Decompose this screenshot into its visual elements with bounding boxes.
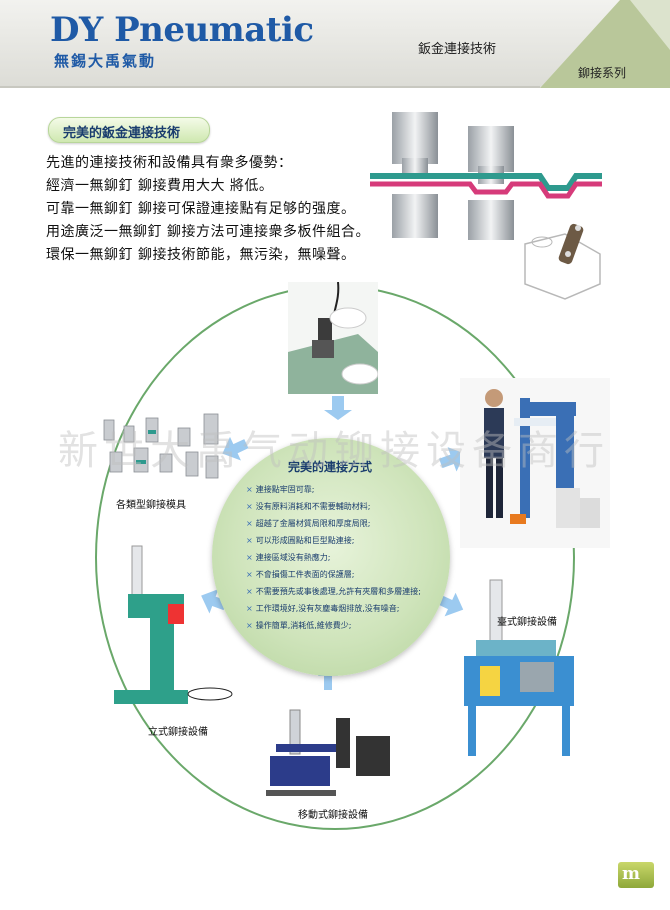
cross-icon: × — [246, 604, 253, 613]
arrow-up-icon — [324, 396, 352, 420]
feature-item: ×可以形成圓點和巨型點連接; — [246, 536, 355, 545]
caption-dies: 各類型鉚接模具 — [116, 500, 186, 511]
arrow-right-down-icon — [437, 592, 464, 617]
brand-name-cn: 無錫大禹氣動 — [54, 52, 157, 70]
section-heading-label: 完美的鈑金連接技術 — [63, 126, 181, 141]
cross-icon: × — [246, 502, 253, 511]
feature-item: ×超越了金屬材質局限和厚度局限; — [246, 519, 371, 528]
caption-bench: 臺式鉚接設備 — [497, 617, 557, 628]
section-heading: 完美的鈑金連接技術 — [48, 117, 210, 143]
intro-line: 先進的連接技術和設備具有衆多優勢： — [46, 155, 293, 171]
header-banner — [0, 0, 670, 88]
joined-part-sketch — [524, 223, 601, 300]
intro-line: 經濟一無鉚釘 鉚接費用大大 將低。 — [46, 178, 274, 194]
watermark: 新世大禹气动铆接设备商行 — [58, 428, 610, 474]
feature-item: ×連接點牢固可靠; — [246, 485, 315, 494]
brand-name-en: DY Pneumatic — [50, 10, 314, 50]
center-feature-disk — [212, 438, 450, 676]
intro-line: 用途廣泛一無鉚釘 鉚接方法可連接衆多板件組合。 — [46, 224, 370, 240]
feature-item: ×操作簡單,消耗低,維修費少; — [246, 621, 352, 630]
cross-icon: × — [246, 553, 253, 562]
feature-item: ×没有原料消耗和不需要輔助材料; — [246, 502, 371, 511]
center-title: 完美的連接方式 — [288, 460, 373, 474]
feature-item: ×不會損傷工件表面的保護層; — [246, 570, 355, 579]
cross-icon: × — [246, 519, 253, 528]
page-number: m — [622, 864, 640, 884]
clinch-process-diagram — [370, 112, 602, 240]
arrow-left-down-icon — [201, 589, 227, 614]
mobile-riveter-photo — [266, 709, 390, 796]
intro-line: 環保一無鉚釘 鉚接技術節能，無污染，無噪聲。 — [46, 247, 356, 263]
arrow-right-icon — [439, 447, 465, 472]
handheld-tool-photo — [288, 282, 378, 394]
header-title: 鈑金連接技術 — [418, 42, 497, 57]
riveting-dies-photo — [103, 413, 219, 479]
cross-icon: × — [246, 587, 253, 596]
cross-icon: × — [246, 485, 253, 494]
cross-icon: × — [246, 570, 253, 579]
arrow-left-icon — [222, 436, 249, 461]
feature-item: ×工作環境好,没有灰塵毒烟排放,没有噪音; — [246, 604, 400, 613]
header-subtitle: 鉚接系列 — [578, 66, 627, 80]
cross-icon: × — [246, 536, 253, 545]
standing-riveter-photo — [114, 545, 233, 704]
intro-line: 可靠一無鉚釘 鉚接可保證連接點有足够的强度。 — [46, 201, 356, 217]
caption-standing: 立式鉚接設備 — [148, 727, 208, 738]
feature-item: ×不需要預先或事後處理,允許有夾層和多層連接; — [246, 587, 421, 596]
operator-machine-photo — [460, 378, 610, 548]
bench-riveter-photo — [464, 579, 574, 756]
cross-icon: × — [246, 621, 253, 630]
page-number-badge: m — [618, 862, 654, 888]
feature-item: ×連接區域没有熱應力; — [246, 553, 331, 562]
caption-mobile: 移動式鉚接設備 — [298, 810, 368, 821]
